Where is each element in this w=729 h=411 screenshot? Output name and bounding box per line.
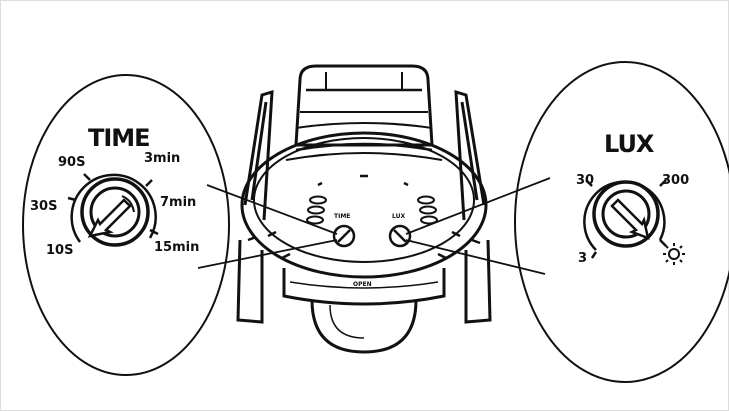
lux-callout: [405, 61, 729, 383]
lux-leader-line-top: [405, 177, 551, 235]
time-dial-outer: [80, 177, 150, 247]
left-spring-clip: [236, 89, 274, 324]
time-knob-small: [332, 224, 356, 248]
time-callout-title: TIME: [88, 124, 150, 152]
dome-lens: [310, 299, 418, 354]
time-label-30s: 30S: [30, 199, 57, 214]
lux-knob-small: [388, 224, 412, 248]
time-label-90s: 90S: [58, 155, 85, 170]
time-callout: [22, 74, 338, 376]
right-slot-group: [417, 195, 438, 225]
sun-icon: [663, 243, 685, 265]
sensor-device: [236, 64, 492, 354]
lux-dial-pointer-icon: [610, 198, 650, 240]
housing-top: [294, 64, 434, 147]
time-label-7min: 7min: [160, 195, 196, 210]
sensor-lux-label: LUX: [392, 213, 405, 220]
housing-skirt: [282, 268, 446, 306]
lux-label-3: 3: [578, 251, 587, 266]
flange-ring: [240, 131, 488, 279]
left-slot-group: [306, 195, 327, 225]
lux-label-30: 30: [576, 173, 594, 188]
lux-label-300: 300: [662, 173, 689, 188]
lux-leader-line-bottom: [405, 239, 546, 275]
time-dial-pointer-icon: [87, 198, 132, 238]
time-dial-scale: [70, 173, 157, 243]
time-label-10s: 10S: [46, 243, 73, 258]
sensor-open-label: OPEN: [353, 281, 372, 288]
lux-dial-outer: [592, 180, 660, 248]
time-label-15min: 15min: [154, 240, 199, 255]
time-label-3min: 3min: [144, 151, 180, 166]
lux-callout-ellipse: [514, 61, 729, 383]
right-spring-clip: [454, 89, 492, 324]
lux-callout-title: LUX: [604, 130, 655, 158]
time-callout-ellipse: [22, 74, 230, 376]
sensor-time-label: TIME: [334, 213, 350, 220]
time-leader-line-bottom: [197, 239, 338, 269]
time-leader-line-top: [206, 184, 338, 235]
